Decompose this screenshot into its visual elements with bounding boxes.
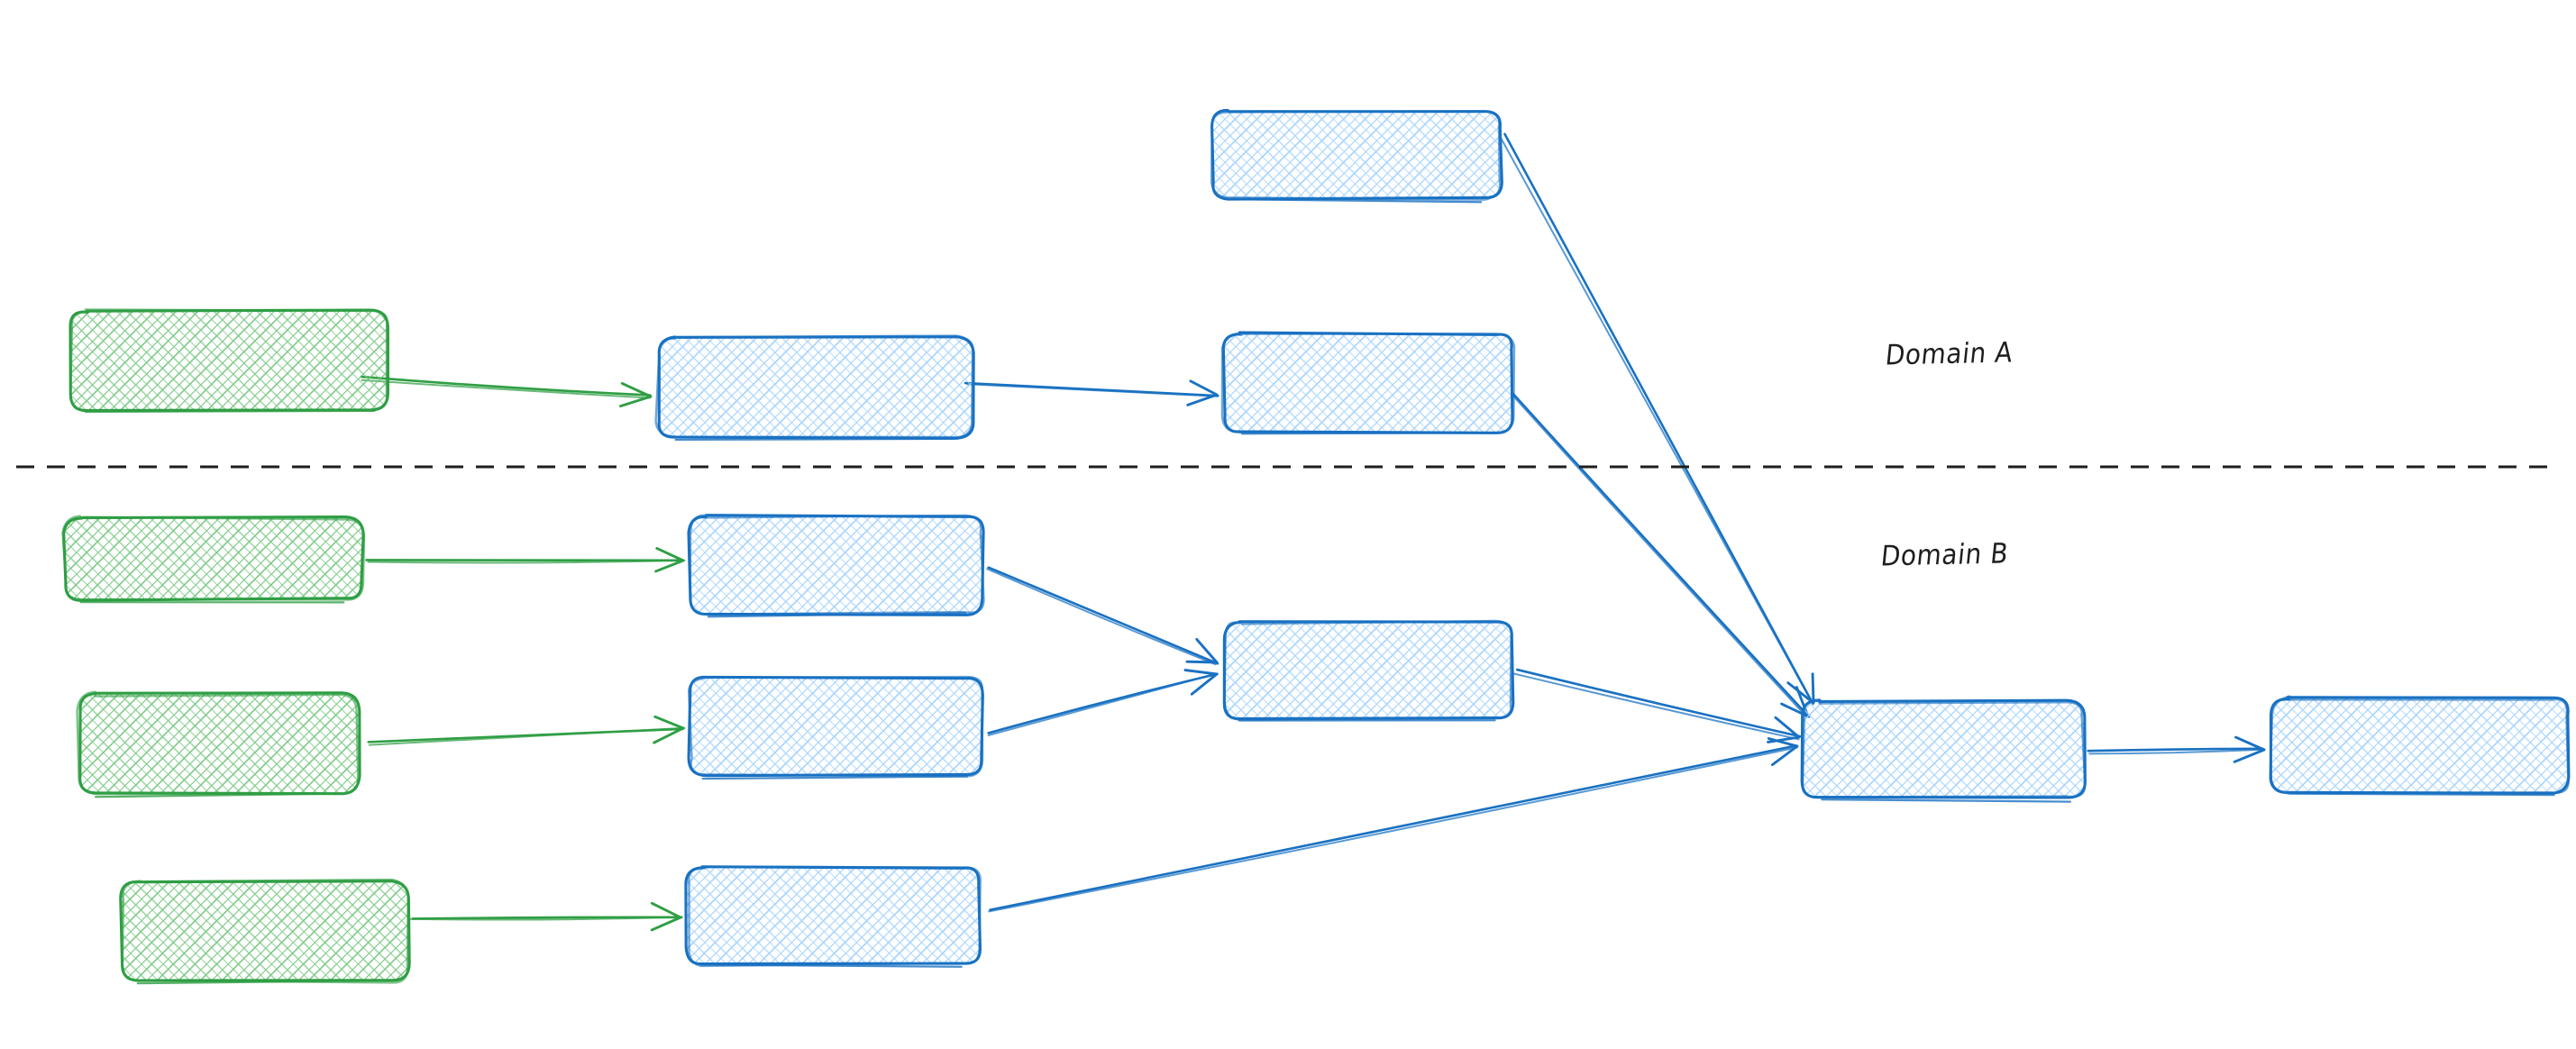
domain-b-label: Domain B — [1879, 537, 2011, 573]
node-underline — [1821, 798, 2071, 803]
edge-e9[interactable] — [1512, 668, 1802, 743]
edge-line — [2088, 748, 2266, 755]
node-outline — [688, 865, 982, 968]
edge-line — [987, 566, 1219, 665]
edge-e3[interactable] — [1499, 132, 1815, 706]
edge-arrowhead — [619, 381, 653, 408]
edge-line — [409, 916, 681, 921]
edge-arrowhead — [653, 715, 685, 744]
edge-line — [1503, 132, 1814, 705]
node-b4[interactable] — [687, 675, 984, 780]
node-b3[interactable] — [687, 514, 985, 618]
node-outline — [61, 515, 366, 601]
edge-line — [368, 726, 686, 746]
edge-line — [1512, 672, 1800, 741]
node-fill — [2271, 698, 2569, 793]
node-outline — [121, 878, 409, 984]
edge-line — [966, 383, 1219, 397]
node-underline — [699, 963, 963, 968]
node-fill — [122, 881, 408, 981]
node-fill — [65, 518, 362, 599]
node-b0[interactable] — [1210, 108, 1503, 204]
edge-line — [1511, 392, 1811, 718]
node-underline — [136, 979, 393, 985]
node-outline — [69, 308, 388, 412]
node-outline — [2269, 695, 2570, 795]
edge-e5[interactable] — [365, 547, 686, 573]
edge-line — [367, 559, 686, 564]
edge-arrowhead — [1183, 669, 1219, 696]
node-g2[interactable] — [61, 515, 366, 604]
node-underline — [94, 792, 343, 798]
node-fill — [690, 516, 982, 614]
domain-a-label: Domain A — [1884, 336, 2014, 372]
edge-line — [361, 379, 652, 399]
edge-line — [365, 559, 684, 562]
node-outline — [1801, 699, 2087, 798]
edge-e8[interactable] — [987, 669, 1219, 736]
node-fill — [79, 694, 359, 793]
edge-line — [987, 672, 1218, 736]
node-fill — [658, 338, 973, 437]
edge-e10[interactable] — [409, 901, 683, 932]
node-fill — [1803, 701, 2084, 798]
node-b5[interactable] — [1222, 619, 1515, 722]
node-fill — [1224, 622, 1512, 719]
node-layer — [61, 108, 2571, 985]
edge-e6[interactable] — [986, 566, 1219, 666]
edge-arrowhead — [650, 901, 682, 932]
edge-e12[interactable] — [2087, 735, 2266, 763]
node-underline — [1230, 198, 1483, 204]
node-underline — [701, 775, 969, 780]
edge-line — [986, 568, 1217, 666]
edge-e11[interactable] — [988, 737, 1799, 913]
edge-arrowhead — [654, 547, 685, 573]
node-fill — [1212, 111, 1501, 198]
node-hub[interactable] — [1800, 698, 2087, 803]
node-g3[interactable] — [76, 690, 361, 798]
edge-line — [1510, 393, 1808, 718]
node-fill — [690, 678, 982, 775]
node-outline — [1210, 110, 1502, 201]
node-b1[interactable] — [654, 334, 975, 442]
edge-arrowhead — [1186, 379, 1219, 406]
node-outline — [654, 334, 974, 439]
edge-arrowhead — [1767, 737, 1799, 767]
edge-layer — [360, 132, 2266, 932]
edge-line — [988, 746, 1798, 913]
edge-e1[interactable] — [360, 375, 653, 408]
edge-arrowhead — [1185, 637, 1219, 664]
node-g1[interactable] — [69, 308, 389, 414]
node-g4[interactable] — [119, 878, 411, 985]
edge-arrowhead — [2233, 735, 2266, 763]
edge-e2[interactable] — [964, 379, 1219, 406]
node-fill — [687, 867, 980, 964]
node-fill — [1224, 333, 1512, 433]
edge-line — [1515, 668, 1802, 738]
node-outline — [76, 690, 360, 796]
node-b6[interactable] — [684, 865, 982, 968]
node-underline — [707, 612, 967, 618]
node-fill — [70, 311, 388, 410]
edge-e4[interactable] — [1510, 392, 1811, 718]
edge-line — [989, 744, 1798, 911]
node-outline — [1223, 619, 1513, 721]
edge-line — [360, 375, 652, 397]
edge-line — [2087, 747, 2264, 753]
node-outline — [687, 514, 985, 616]
edge-e7[interactable] — [367, 715, 686, 746]
edge-line — [1499, 135, 1814, 706]
node-underline — [84, 409, 376, 414]
node-out[interactable] — [2269, 695, 2571, 797]
node-underline — [674, 437, 956, 442]
node-underline — [2288, 792, 2555, 797]
node-b2[interactable] — [1220, 331, 1516, 435]
